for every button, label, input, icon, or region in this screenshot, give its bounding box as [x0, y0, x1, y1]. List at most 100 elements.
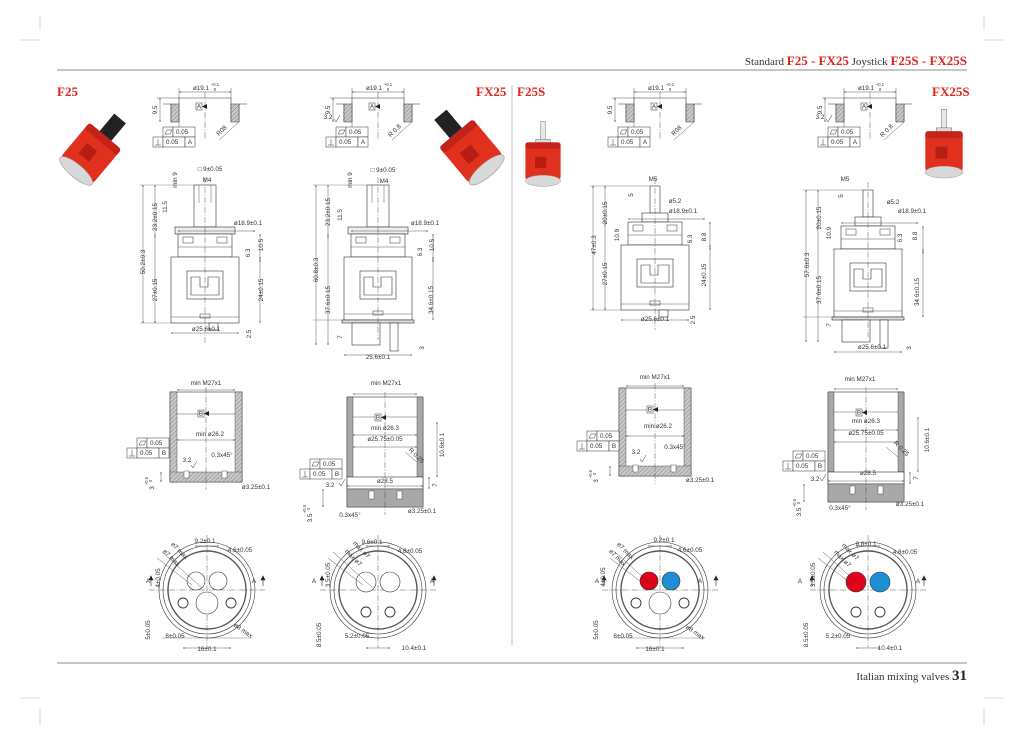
cold-water-inlet — [661, 571, 681, 591]
dimension-label: 4.6±0.05 — [678, 547, 703, 554]
dimension-label: 9.2±0.1 — [195, 538, 216, 545]
housing-hole — [221, 470, 228, 479]
cartridge-cap — [525, 142, 561, 149]
cartridge-window — [459, 144, 480, 165]
window-frame — [190, 276, 220, 296]
dimension-label: ø8 max — [232, 622, 254, 640]
dimension-label: ø19.1 — [193, 85, 210, 92]
radius-leader — [883, 121, 905, 141]
dimension-label: 7 — [337, 335, 344, 339]
leader — [822, 551, 864, 589]
dimension-label: 3.2 — [632, 449, 641, 456]
dimension-label: ø3.25±0.1 — [686, 477, 715, 484]
seat-wall-left — [343, 103, 353, 123]
section-arrow-icon — [260, 575, 266, 586]
dimension-label: 4.8±0.05 — [398, 548, 423, 555]
leader — [614, 551, 656, 589]
section-arrow-icon — [601, 575, 607, 586]
dimension-label: 0.05 — [841, 129, 854, 136]
dimension-label: 5.2±0.05 — [826, 633, 851, 640]
perpendicularity-icon — [302, 471, 308, 478]
cartridge-base — [525, 174, 561, 187]
page-footer: Italian mixing valves 31 — [856, 668, 967, 685]
dimension-label: B — [162, 450, 166, 457]
radius-leader — [404, 451, 418, 463]
locating-pin — [384, 606, 396, 618]
housing-hole — [849, 485, 856, 495]
dimension-label: 5 — [838, 194, 845, 198]
cartridge-cap — [85, 123, 121, 155]
slot — [666, 224, 678, 232]
reference-box — [331, 468, 343, 480]
dimension-label: 10.9 — [826, 226, 833, 239]
dimension-label: 0.05 — [631, 129, 644, 136]
window-frame — [363, 276, 393, 296]
housing-wall-right — [234, 391, 243, 483]
dimension-label: ø25.75±0.05 — [848, 430, 884, 437]
locating-pin — [630, 597, 642, 609]
dimension-label: B — [818, 463, 822, 470]
cartridge-window — [935, 146, 948, 159]
dimension-label: 10.5 — [429, 238, 436, 251]
dimension-label: 11.5 — [337, 209, 344, 221]
dimension-label: 0.05 — [140, 450, 153, 457]
dimension-label: min M27x1 — [371, 380, 402, 387]
dimension-label: 3.2 — [816, 114, 825, 121]
dimension-label: 10.4±0.1 — [878, 645, 903, 652]
dimension-label: 9.5 — [607, 105, 614, 114]
dimension-label: 7 — [432, 483, 439, 487]
perpendicularity-icon — [328, 139, 334, 146]
housing-hole — [183, 470, 190, 479]
dimension-label: A — [798, 578, 803, 585]
dimension-label: 34.6±0.15 — [914, 278, 921, 306]
dimension-label: +0.5 — [588, 469, 593, 478]
dimension-label: R 0.8 — [879, 123, 895, 139]
datum-triangle — [381, 415, 386, 420]
stem — [99, 113, 126, 141]
dimension-label: 4±0.05 — [600, 567, 607, 587]
radius-leader — [391, 121, 413, 141]
dimension-label: 27±0.15 — [152, 278, 159, 301]
dimension-label: 3.2 — [324, 114, 333, 121]
flatness-icon — [138, 440, 147, 446]
product-code-fx25s: FX25S — [932, 84, 970, 99]
dimension-label: 10.9 — [614, 228, 621, 241]
dimension-label: M5 — [841, 176, 850, 183]
datum-triangle — [375, 104, 380, 109]
dimension-label: ø25.6±0.1 — [192, 326, 221, 333]
housing-hole — [368, 490, 375, 500]
housing-wall-right — [416, 396, 424, 478]
dimension-label: 3 — [593, 479, 600, 483]
dimension-label: 6.3 — [245, 248, 252, 257]
seat-wall-right — [685, 103, 695, 123]
seat-wall-left — [170, 103, 180, 123]
dimension-label: 0.3x45° — [211, 451, 233, 459]
seat-wall-left — [835, 103, 845, 123]
dimension-label: 10.6±0.1 — [439, 432, 446, 457]
dimension-label: 0.3x45° — [829, 504, 851, 512]
dimension-label: 8.5±0.05 — [803, 622, 810, 647]
seat-wall-left — [625, 103, 635, 123]
dimension-label: 9.8±0.1 — [856, 541, 877, 548]
cartridge-base — [468, 154, 505, 186]
dimension-label: 0.05 — [339, 139, 352, 146]
photo-f25s-cartridge — [525, 121, 561, 187]
reference-box — [184, 136, 196, 148]
roughness-icon — [639, 454, 647, 463]
dimension-label: 6.3 — [897, 233, 904, 242]
locating-pin — [360, 606, 372, 618]
cartridge-cap — [925, 131, 963, 139]
dimension-label: min ø26.2 — [644, 423, 672, 430]
housing-wall-left — [169, 391, 178, 483]
dimension-label: 3.5 — [307, 513, 314, 522]
dimension-label: ø18.9±0.1 — [234, 220, 263, 227]
cartridge-window — [535, 156, 547, 168]
datum-triangle — [204, 411, 209, 416]
dimension-label: 11.5 — [162, 201, 169, 213]
seat-wall-right — [895, 103, 905, 123]
